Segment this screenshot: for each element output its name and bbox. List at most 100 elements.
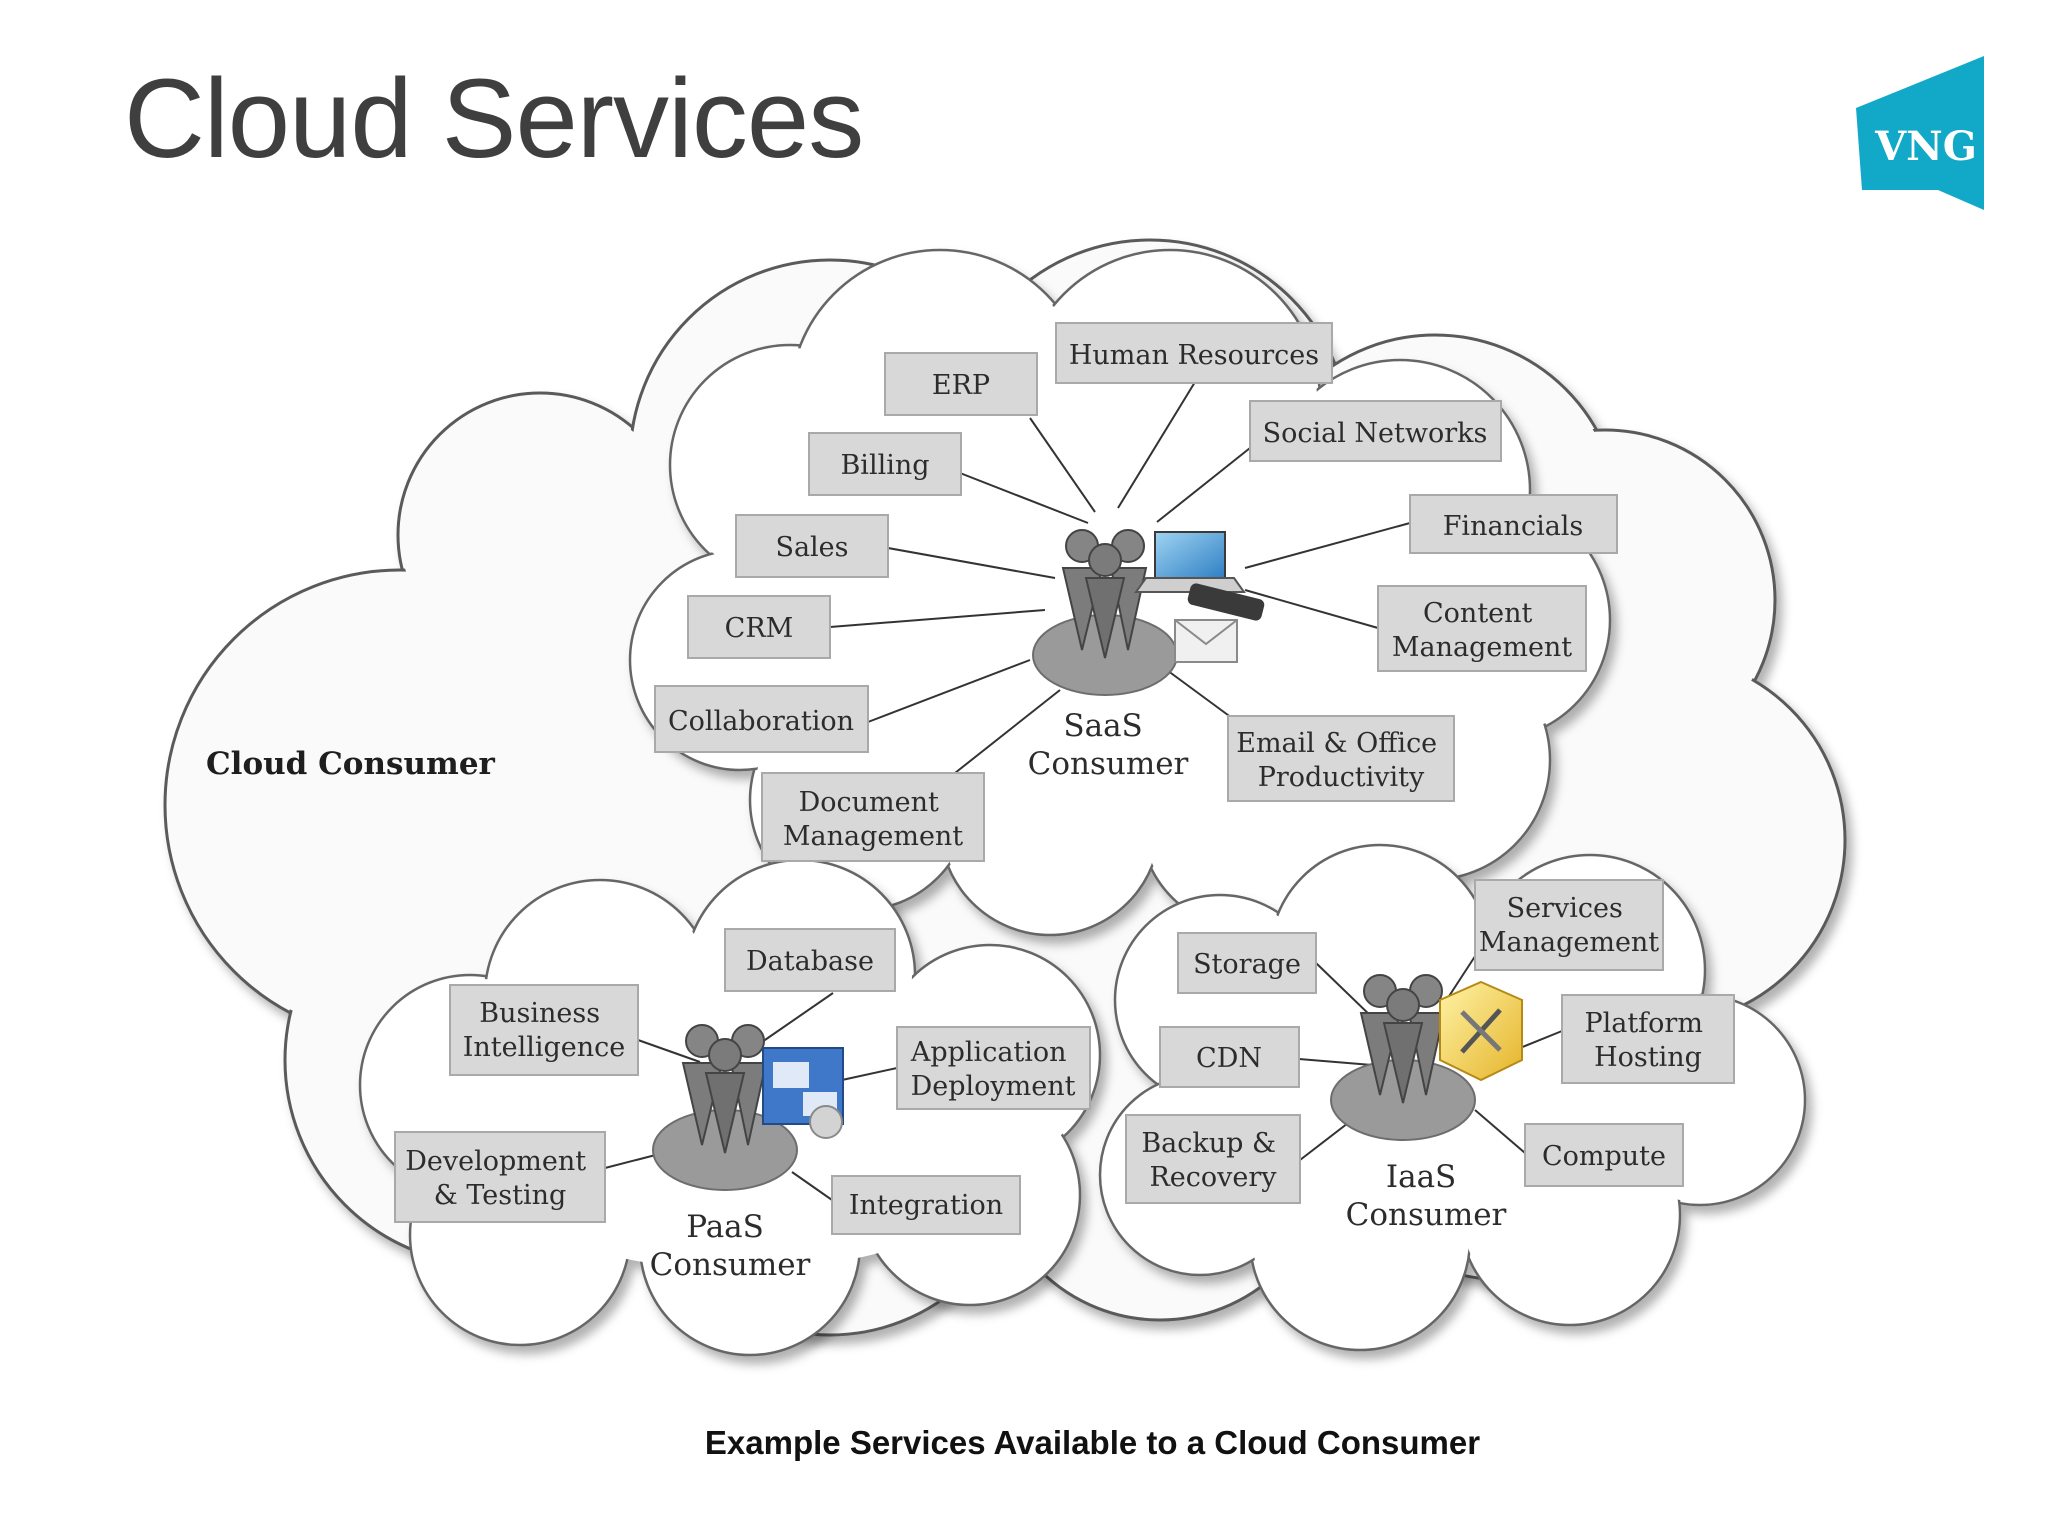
- service-box-email-office-line-1: Email & Office: [1236, 728, 1437, 759]
- application-window-icon: [762, 1047, 844, 1139]
- diagram-caption: Example Services Available to a Cloud Co…: [704, 1424, 1481, 1461]
- service-box-cdn-line-1: CDN: [1196, 1043, 1262, 1074]
- service-box-erp: ERP: [884, 352, 1038, 416]
- service-box-billing-line-1: Billing: [840, 450, 929, 481]
- service-box-sales: Sales: [735, 514, 889, 578]
- service-box-social-networks-line-1: Social Networks: [1263, 418, 1488, 449]
- svg-text:Storage: Storage: [1193, 949, 1301, 980]
- service-box-compute-line-1: Compute: [1542, 1141, 1666, 1172]
- service-box-platform-hosting-line-2: Hosting: [1594, 1042, 1702, 1073]
- service-box-financials-line-1: Financials: [1443, 511, 1584, 542]
- service-box-business-intelligence: Business Intelligence: [449, 984, 639, 1076]
- slide-title: Cloud Services: [124, 56, 864, 181]
- svg-text:Document Management: Document Management: [783, 787, 963, 852]
- vng-logo-text: VNG: [1874, 123, 1977, 170]
- svg-text:Development & Testin: Development & Testing: [405, 1146, 594, 1211]
- service-box-development-testing: Development & Testing: [394, 1131, 606, 1223]
- svg-text:Billing: Billing: [840, 450, 929, 481]
- service-box-platform-hosting-line-1: Platform: [1584, 1008, 1703, 1039]
- saas-service-boxes: ERP Human Resources Billing Social Netwo…: [654, 322, 1618, 862]
- svg-text:Database: Database: [746, 946, 874, 977]
- paas-service-boxes: Database Business Intelligence Applicati…: [394, 928, 1091, 1235]
- service-box-sales-line-1: Sales: [775, 532, 848, 563]
- service-box-integration: Integration: [831, 1175, 1021, 1235]
- service-box-services-management-line-2: Management: [1479, 927, 1659, 958]
- saas-consumer-label-line-1: SaaS: [1063, 708, 1142, 744]
- svg-text:Content Management: Content Management: [1392, 598, 1572, 663]
- service-box-content-management: Content Management: [1377, 585, 1587, 672]
- svg-text:ERP: ERP: [932, 370, 990, 401]
- saas-consumer-label-line-2: Consumer: [1028, 746, 1189, 782]
- svg-text:Collaboration: Collaboration: [668, 706, 854, 737]
- service-box-business-intelligence-line-1: Business: [479, 998, 600, 1029]
- service-box-collaboration-line-1: Collaboration: [668, 706, 854, 737]
- service-box-document-management-line-1: Document: [799, 787, 939, 818]
- phone-icon: [1187, 583, 1265, 621]
- saas-connectors: [829, 381, 1411, 774]
- service-box-business-intelligence-line-2: Intelligence: [463, 1032, 626, 1063]
- svg-text:Financials: Financials: [1443, 511, 1584, 542]
- service-box-services-management-line-1: Services: [1507, 893, 1623, 924]
- service-box-application-deployment: Application Deployment: [896, 1026, 1091, 1110]
- service-box-content-management-line-1: Content: [1423, 598, 1533, 629]
- service-box-application-deployment-line-1: Application: [910, 1037, 1067, 1068]
- service-box-document-management: Document Management: [761, 772, 985, 862]
- service-box-content-management-line-2: Management: [1392, 632, 1572, 663]
- svg-text:Sales: Sales: [775, 532, 848, 563]
- service-box-platform-hosting: Platform Hosting: [1561, 994, 1735, 1084]
- svg-text:Business Intelligenc: Business Intelligence: [463, 998, 626, 1063]
- service-box-erp-line-1: ERP: [932, 370, 990, 401]
- service-box-backup-recovery-line-1: Backup &: [1141, 1128, 1276, 1159]
- iaas-service-boxes: Services Management Storage Platform Hos…: [1125, 879, 1735, 1204]
- cloud-consumer-label: Cloud Consumer: [206, 746, 496, 782]
- svg-text:Platform Hosting: Platform Hosting: [1584, 1008, 1711, 1073]
- paas-consumer-icon: [652, 1024, 798, 1191]
- vng-logo: VNG: [1856, 56, 1986, 210]
- svg-text:Services Management: Services Management: [1479, 893, 1659, 958]
- paas-consumer-label-line-1: PaaS: [686, 1209, 764, 1245]
- service-box-billing: Billing: [808, 432, 962, 496]
- iaas-consumer-icon: [1330, 974, 1476, 1141]
- service-box-crm: CRM: [687, 595, 831, 659]
- service-box-collaboration: Collaboration: [654, 685, 869, 753]
- service-box-human-resources: Human Resources: [1055, 322, 1333, 384]
- service-box-backup-recovery-line-2: Recovery: [1149, 1162, 1277, 1193]
- service-box-database-line-1: Database: [746, 946, 874, 977]
- iaas-consumer-label-line-1: IaaS: [1386, 1159, 1456, 1195]
- svg-text:Human Resources: Human Resources: [1069, 340, 1319, 371]
- service-box-backup-recovery: Backup & Recovery: [1125, 1114, 1301, 1204]
- service-box-development-testing-line-2: & Testing: [434, 1180, 567, 1211]
- iaas-consumer-label: IaaS Consumer: [1346, 1159, 1507, 1233]
- service-box-application-deployment-line-2: Deployment: [911, 1071, 1076, 1102]
- service-box-email-office-line-2: Productivity: [1258, 762, 1425, 793]
- service-box-financials: Financials: [1409, 494, 1618, 554]
- service-box-storage: Storage: [1177, 932, 1317, 994]
- service-box-document-management-line-2: Management: [783, 821, 963, 852]
- service-box-social-networks: Social Networks: [1249, 400, 1502, 462]
- tools-cube-icon: [1439, 980, 1523, 1082]
- svg-text:Integration: Integration: [849, 1190, 1003, 1221]
- service-box-crm-line-1: CRM: [725, 613, 794, 644]
- service-box-database: Database: [724, 928, 896, 992]
- service-box-services-management: Services Management: [1474, 879, 1664, 971]
- service-box-development-testing-line-1: Development: [405, 1146, 586, 1177]
- saas-consumer-label: SaaS Consumer: [1028, 708, 1189, 782]
- mail-icon: [1174, 619, 1238, 663]
- paas-consumer-label: PaaS Consumer: [650, 1209, 811, 1283]
- service-box-storage-line-1: Storage: [1193, 949, 1301, 980]
- svg-text:CRM: CRM: [725, 613, 794, 644]
- svg-text:Social Networks: Social Networks: [1263, 418, 1488, 449]
- svg-text:Compute: Compute: [1542, 1141, 1666, 1172]
- svg-text:Application Deployme: Application Deployment: [910, 1037, 1076, 1102]
- paas-consumer-label-line-2: Consumer: [650, 1247, 811, 1283]
- service-box-email-office-productivity: Email & Office Productivity: [1227, 715, 1455, 802]
- service-box-cdn: CDN: [1159, 1026, 1300, 1088]
- saas-consumer-icon: [1032, 529, 1178, 696]
- service-box-human-resources-line-1: Human Resources: [1069, 340, 1319, 371]
- svg-text:Backup & Recovery: Backup & Recovery: [1141, 1128, 1284, 1193]
- service-box-compute: Compute: [1524, 1123, 1684, 1187]
- vng-logo-shape: [1856, 56, 1984, 210]
- svg-text:Email & Office Produ: Email & Office Productivity: [1236, 728, 1446, 793]
- service-box-integration-line-1: Integration: [849, 1190, 1003, 1221]
